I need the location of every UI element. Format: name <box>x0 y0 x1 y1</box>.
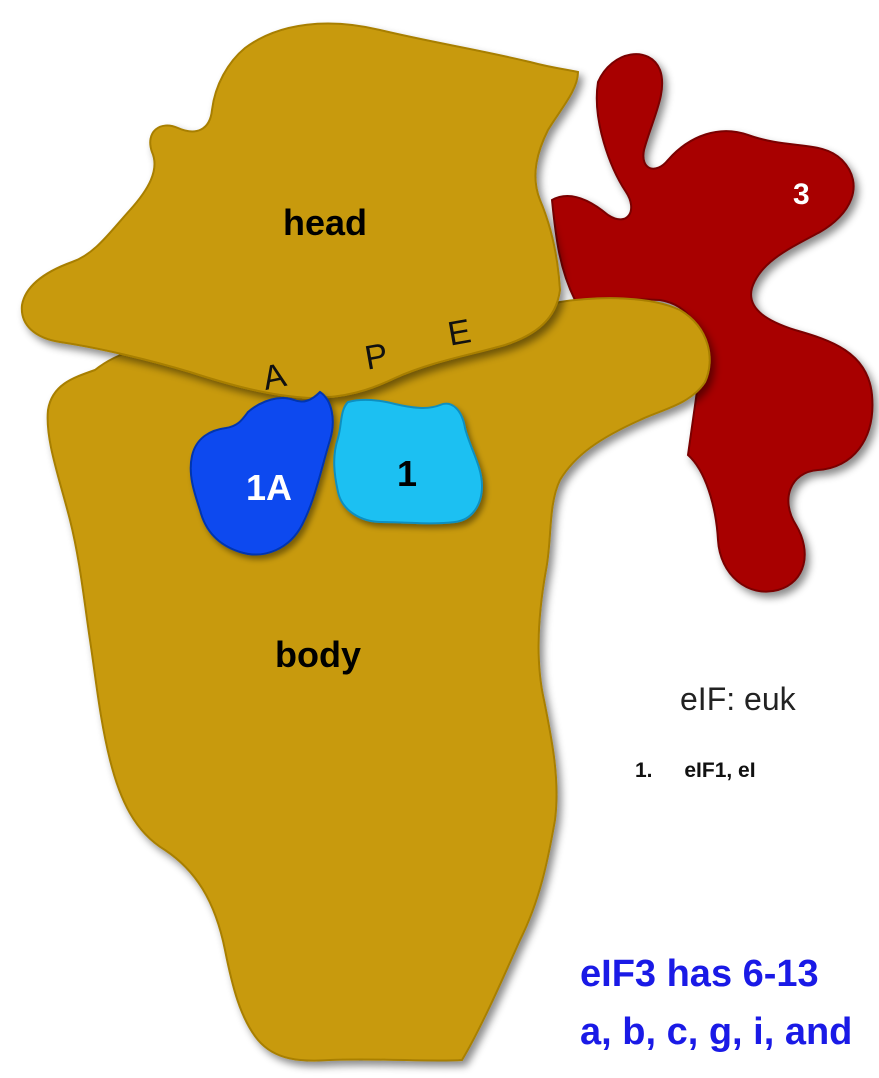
eif1-label: 1 <box>397 456 417 492</box>
numbered-item-text: eIF1, eI <box>684 759 755 782</box>
eif1a-label: 1A <box>246 470 292 506</box>
eif-definition-text: eIF: euk <box>680 683 796 715</box>
eif3-subunits-line-2: a, b, c, g, i, and <box>580 1013 852 1051</box>
numbered-item-number: 1. <box>635 759 653 782</box>
eif3-label: 3 <box>793 180 810 210</box>
eif3-subunits-line-1: eIF3 has 6-13 <box>580 955 819 993</box>
numbered-item: 1. eIF1, eI <box>635 760 756 781</box>
body-label: body <box>275 637 361 673</box>
head-label: head <box>283 205 367 241</box>
